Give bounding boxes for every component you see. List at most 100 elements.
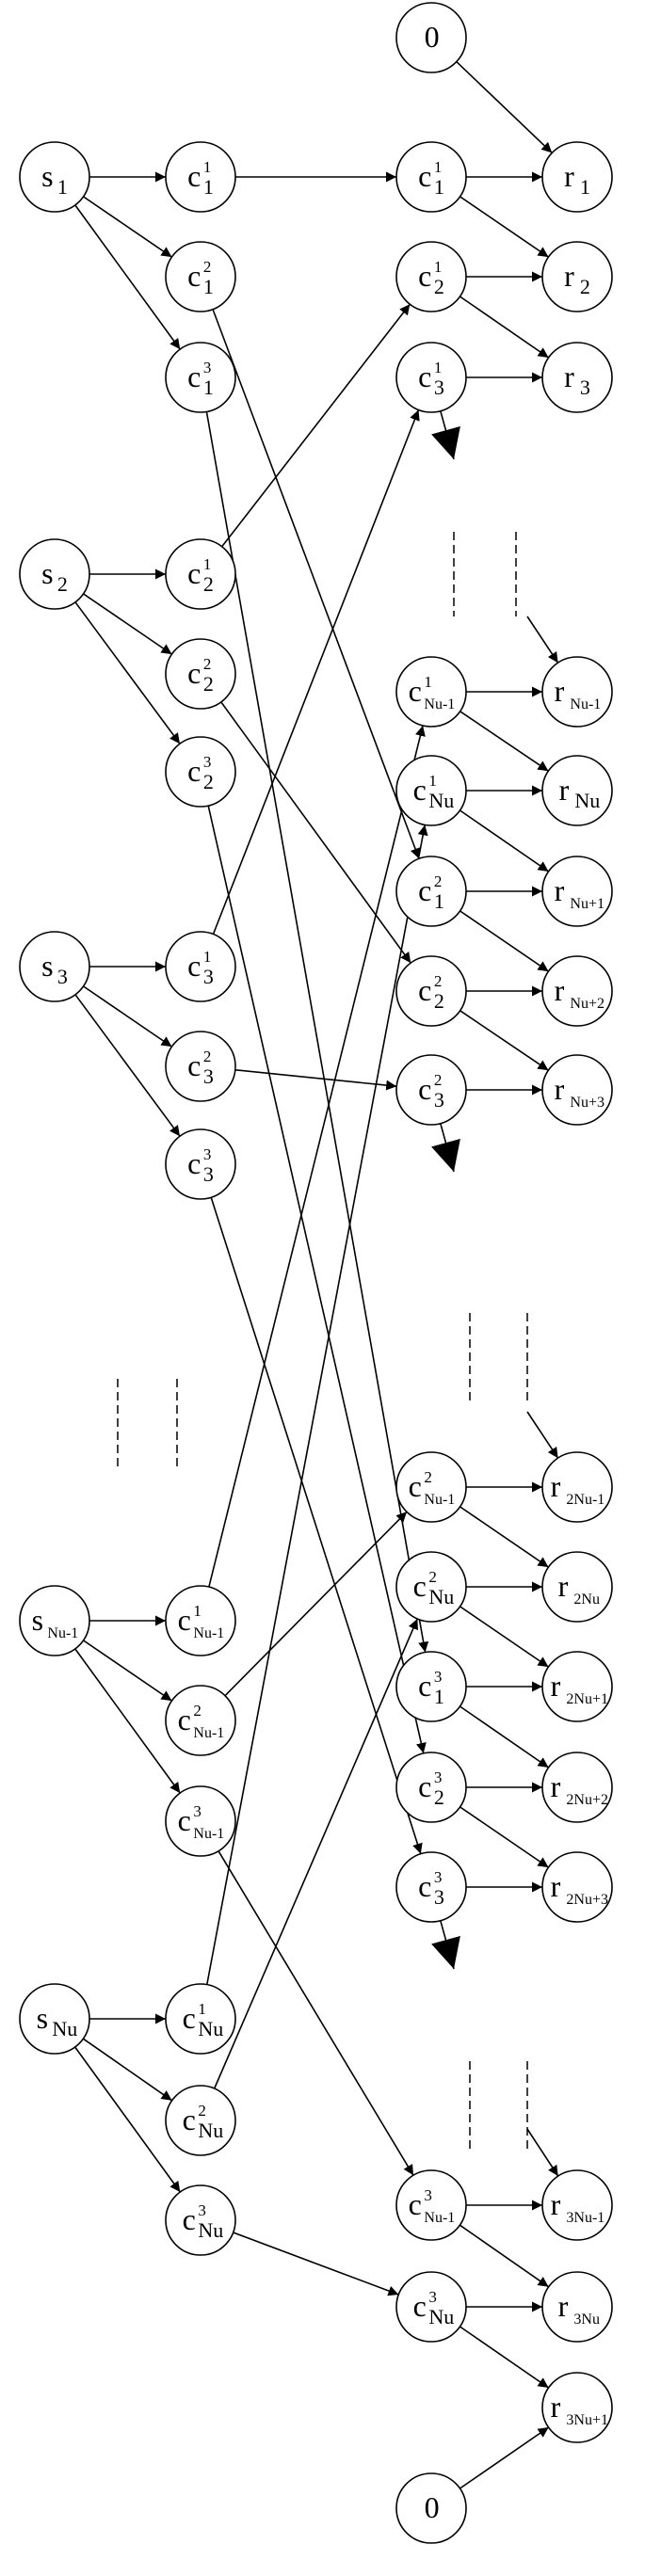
node-label-base: c: [409, 1469, 422, 1503]
node-label-sub: 3: [434, 1088, 444, 1112]
node-label-sup: 1: [434, 158, 443, 176]
node-circle: [541, 856, 613, 927]
node-label-sub: 2Nu+3: [566, 1892, 608, 1908]
node-label-base: r: [558, 1569, 569, 1603]
node-label-sup: 3: [424, 2186, 432, 2204]
node-circle: [395, 2, 467, 73]
node-label-sup: 2: [203, 1048, 212, 1065]
node-label-sup: 1: [198, 2000, 206, 2018]
node-circle: [165, 1685, 236, 1756]
node-circle: [395, 856, 467, 927]
node-circle: [395, 342, 467, 413]
node-label-base: r: [564, 159, 574, 193]
node-label-base: c: [187, 360, 201, 393]
node-label-sup: 1: [203, 555, 212, 573]
edge-SNm-LM3: [74, 1648, 181, 1794]
edge-RA2-R3: [459, 296, 550, 359]
node-label-sub: Nu-1: [193, 1625, 224, 1641]
edge-RC1-R2N2: [459, 1705, 550, 1768]
node-label-sup: 2: [424, 1468, 432, 1486]
node-label-sup: 1: [424, 673, 432, 691]
edge-RBM-R2N: [460, 1506, 549, 1568]
edge-S2-L23: [74, 601, 181, 744]
node-label-sub: Nu-1: [193, 1826, 224, 1842]
node-label: 0: [425, 20, 440, 54]
edge-SN-LN3: [74, 2046, 181, 2193]
node-label-sup: 3: [203, 753, 212, 771]
node-label-sub: Nu-1: [424, 1492, 455, 1508]
node-circle: [19, 1983, 90, 2055]
node-label-sup: 1: [193, 1602, 202, 1620]
edge-S1-L13: [74, 204, 181, 350]
node-label-base: r: [551, 2187, 561, 2221]
node-label-base: r: [558, 2289, 569, 2323]
node-label-sub: 2: [203, 672, 214, 696]
node-circle: [395, 1551, 467, 1623]
node-label-base: c: [409, 674, 422, 708]
node-label-base: c: [418, 1869, 431, 1903]
edge-RCN-R3N1: [459, 2326, 550, 2389]
node-label-base: c: [183, 2202, 196, 2236]
node-circle: [165, 1031, 236, 1102]
node-circle: [541, 1851, 613, 1923]
stub-arrows-layer: [431, 410, 559, 2177]
edge-L12-RB1: [212, 309, 421, 859]
node-label-base: c: [178, 1603, 191, 1637]
node-circle: [541, 141, 613, 213]
node-label-base: r: [559, 773, 570, 807]
node-label-sub: Nu+1: [570, 896, 605, 912]
node-label-sup: 2: [193, 1702, 202, 1720]
edge-RA1-R2: [460, 196, 549, 258]
node-circle: [165, 1785, 236, 1857]
node-label-base: c: [418, 159, 431, 193]
node-label-base: r: [555, 873, 565, 907]
node-label-base: s: [41, 556, 53, 590]
node-circle: [541, 241, 613, 312]
node-circle: [165, 1128, 236, 1200]
edge-RC2-R2N3: [460, 1806, 549, 1868]
incoming-arrow-2: [526, 1411, 559, 1459]
node-label-sub: 1: [580, 175, 590, 199]
node-circle: [541, 1752, 613, 1823]
node-label-base: c: [187, 556, 201, 590]
node-label-base: c: [187, 1146, 201, 1180]
node-label-base: c: [183, 2001, 196, 2035]
node-circle: [541, 1551, 613, 1623]
node-circle: [165, 141, 236, 213]
node-label-base: r: [564, 259, 574, 293]
node-label-sub: Nu: [428, 2305, 454, 2328]
node-label-sub: 2Nu: [573, 1592, 600, 1608]
node-label: 0: [425, 2490, 440, 2524]
node-label-sub: 3: [434, 1885, 444, 1909]
node-label-sub: Nu-1: [47, 1625, 78, 1641]
node-circle: [395, 2271, 467, 2343]
